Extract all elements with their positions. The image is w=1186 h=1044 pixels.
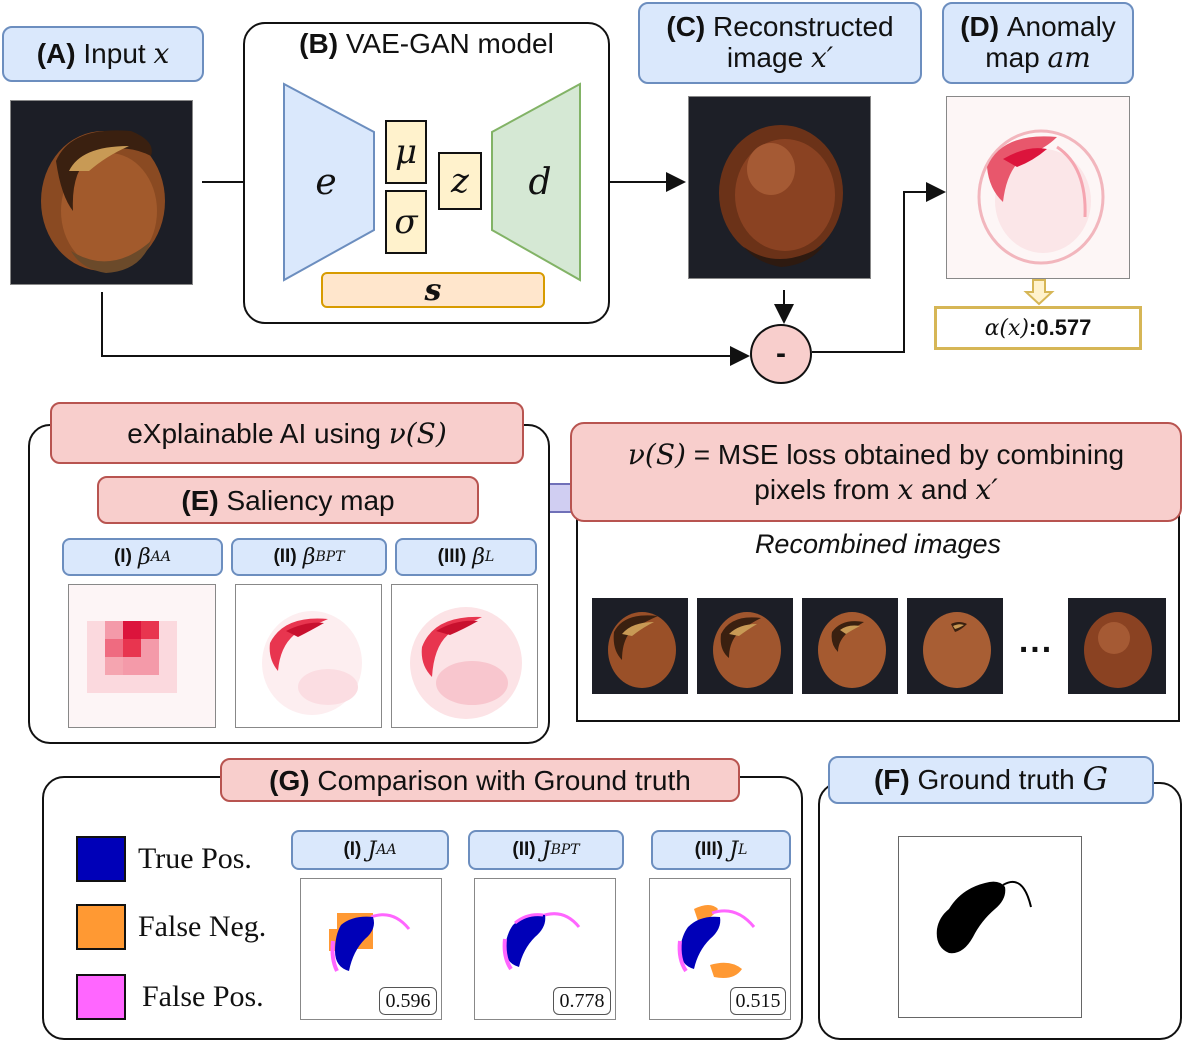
recombined-image-1 [592, 598, 688, 694]
label-comparison: (G) Comparison with Ground truth [220, 758, 740, 802]
encoder-shape [283, 82, 375, 282]
alpha-score-box: α(x):0.577 [934, 306, 1142, 350]
jaccard-score-l: 0.515 [730, 987, 786, 1015]
legend-swatch-true-pos [76, 836, 126, 882]
z-box: z [438, 152, 482, 210]
vae-gan-title: (B) VAE-GAN model [299, 28, 554, 59]
jaccard-map-aa: 0.596 [300, 878, 442, 1020]
recombined-title: Recombined images [754, 528, 1002, 559]
input-image [10, 100, 193, 285]
saliency-map-bpt [235, 584, 382, 728]
recombined-image-last [1068, 598, 1166, 694]
minus-operator: - [750, 324, 812, 384]
jaccard-map-bpt: 0.778 [474, 878, 616, 1020]
legend-false-pos: False Pos. [76, 974, 264, 1020]
label-input: (A) Input x [2, 26, 204, 82]
anomaly-map-image [946, 96, 1130, 279]
ground-truth-image [898, 836, 1082, 1018]
label-saliency-map: (E) Saliency map [97, 476, 479, 524]
label-xai: eXplainable AI using ν(S) [50, 402, 524, 464]
saliency-map-aa [68, 584, 216, 728]
arrow-minus-to-anomaly [812, 182, 946, 353]
arrow-input-to-minus [101, 292, 750, 366]
recombined-image-3 [802, 598, 898, 694]
label-reconstructed: (C) Reconstructed image x′ [638, 2, 922, 84]
autoencoder-shapes [283, 82, 581, 282]
recombined-ellipsis: ... [1018, 621, 1054, 660]
label-ground-truth: (F) Ground truth G [828, 756, 1154, 804]
label-nu-definition: ν(S) = MSE loss obtained by combining pi… [570, 422, 1182, 522]
decoder-shape [491, 82, 581, 282]
saliency-map-l [391, 584, 538, 728]
jaccard-score-bpt: 0.778 [553, 987, 611, 1015]
mu-box: μ [385, 120, 427, 184]
legend-swatch-false-neg [76, 904, 126, 950]
jaccard-score-aa: 0.596 [379, 987, 437, 1015]
recombined-image-2 [697, 598, 793, 694]
reconstructed-image [688, 96, 871, 279]
decoder-label: d [528, 161, 552, 203]
jaccard-map-l: 0.515 [649, 878, 791, 1020]
arrow-anomaly-to-alpha [1023, 279, 1055, 306]
sigma-box: σ [385, 190, 427, 254]
encoder-label: e [315, 161, 337, 203]
recombined-image-4 [907, 598, 1003, 694]
legend-swatch-false-pos [76, 974, 126, 1020]
legend-true-pos: True Pos. [76, 836, 252, 882]
s-bar: s [321, 272, 545, 308]
legend-false-neg: False Neg. [76, 904, 266, 950]
label-anomaly-map: (D) Anomaly map am [942, 2, 1134, 84]
